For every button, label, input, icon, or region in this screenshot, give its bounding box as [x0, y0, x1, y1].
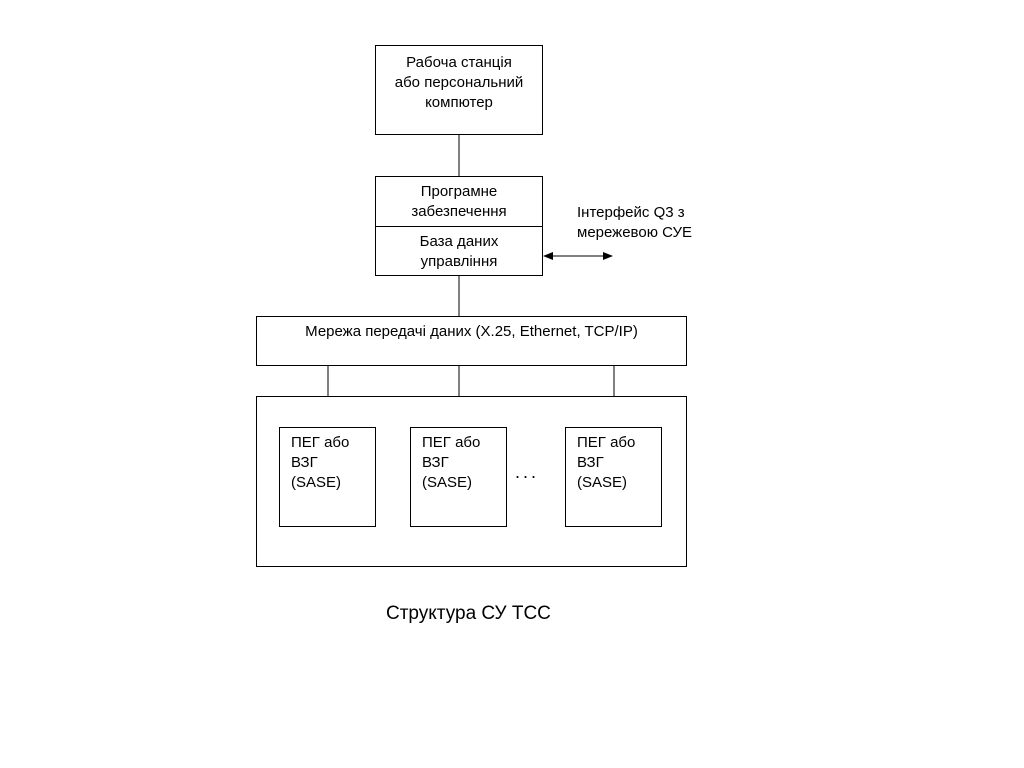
- device-label-1: ПЕГ або ВЗГ (SASE): [291, 434, 350, 491]
- device-box-3: ПЕГ або ВЗГ (SASE): [565, 427, 662, 527]
- software-label: Програмне забезпечення: [411, 183, 507, 220]
- database-box: База даних управління: [375, 226, 543, 276]
- interface-label: Інтерфейс Q3 з мережевою СУЕ: [577, 204, 692, 241]
- device-box-1: ПЕГ або ВЗГ (SASE): [279, 427, 376, 527]
- device-box-2: ПЕГ або ВЗГ (SASE): [410, 427, 507, 527]
- device-label-2: ПЕГ або ВЗГ (SASE): [422, 434, 481, 491]
- ellipsis: ...: [515, 462, 540, 482]
- diagram-caption: Структура СУ ТСС: [386, 603, 551, 624]
- database-label: База даних управління: [419, 233, 499, 270]
- workstation-box: Рабоча станція або персональний компютер: [375, 45, 543, 135]
- workstation-label: Рабоча станція або персональний компютер: [394, 54, 524, 111]
- software-box: Програмне забезпечення: [375, 176, 543, 227]
- network-box: Мережа передачі даних (X.25, Ethernet, T…: [256, 316, 687, 366]
- device-label-3: ПЕГ або ВЗГ (SASE): [577, 434, 636, 491]
- network-label: Мережа передачі даних (X.25, Ethernet, T…: [305, 323, 638, 340]
